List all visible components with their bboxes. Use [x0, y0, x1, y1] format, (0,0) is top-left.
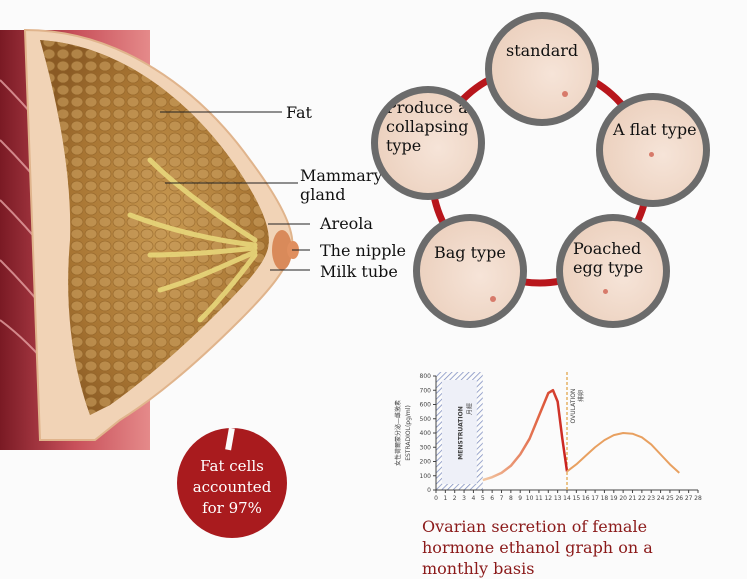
circle-flat-type: A flat type: [596, 93, 710, 207]
nipple-dot: [490, 296, 496, 302]
y-tick-label: 700: [420, 387, 432, 394]
series-1-point: [538, 415, 539, 416]
x-tick-label: 0: [434, 495, 438, 502]
series-line-1: [482, 389, 569, 482]
menstruation-cn-label: 月經: [465, 403, 473, 415]
y-tick-label: 800: [420, 373, 432, 380]
menstruation-label: MENSTRUATION: [457, 406, 464, 459]
y-tick-label: 400: [420, 430, 432, 437]
x-tick-label: 9: [518, 495, 522, 502]
series-2-point: [566, 471, 567, 472]
y-tick-label: 300: [420, 444, 432, 451]
circle-standard-label: standard: [506, 41, 579, 60]
series-line-2: [566, 432, 680, 474]
series-2-point: [679, 472, 680, 473]
y-tick-label: 600: [420, 402, 432, 409]
series-1-point: [510, 465, 511, 466]
label-fat: Fat: [286, 103, 312, 122]
circle-poached-egg-label: Poached egg type: [573, 239, 644, 277]
series-1-point: [529, 438, 530, 439]
x-tick-label: 4: [472, 495, 476, 502]
y-tick-label: 500: [420, 416, 432, 423]
series-1-point: [492, 477, 493, 478]
x-tick-label: 13: [554, 495, 562, 502]
label-mammary-gland: Mammary gland: [300, 166, 383, 204]
label-nipple: The nipple: [320, 241, 407, 260]
series-2-point: [669, 464, 670, 465]
areola: [272, 230, 292, 270]
fat-cells-badge: Fat cells accounted for 97%: [177, 427, 287, 538]
nipple-dot: [603, 289, 608, 294]
x-tick-label: 15: [573, 495, 581, 502]
menstruation-label-bg: [442, 380, 477, 484]
x-tick-label: 19: [610, 495, 618, 502]
x-tick-label: 1: [443, 495, 447, 502]
x-tick-label: 20: [619, 495, 627, 502]
x-tick-label: 23: [647, 495, 655, 502]
y-tick-label: 100: [420, 473, 432, 480]
breast-anatomy-illustration: [0, 28, 310, 450]
x-tick-label: 7: [500, 495, 504, 502]
series-2-point: [604, 440, 605, 441]
series-1-point: [520, 454, 521, 455]
x-tick-label: 26: [675, 495, 683, 502]
series-1-point: [501, 472, 502, 473]
x-tick-label: 11: [535, 495, 543, 502]
circle-standard: standard: [485, 12, 599, 126]
mammary-gland-lobes: [127, 157, 258, 323]
x-tick-label: 25: [666, 495, 674, 502]
x-tick-label: 8: [509, 495, 513, 502]
circle-collapsing-type: Produce a collapsing type: [371, 86, 485, 200]
label-milk-tube: Milk tube: [320, 262, 398, 281]
circle-bag-type: Bag type: [413, 214, 527, 328]
label-areola: Areola: [320, 214, 373, 233]
y-tick-label: 200: [420, 459, 432, 466]
y-axis-label: ESTRADIOL(pg/ml): [405, 405, 412, 461]
series-2-point: [623, 432, 624, 433]
x-tick-label: 27: [685, 495, 693, 502]
circle-collapsing-label: Produce a collapsing type: [386, 98, 469, 155]
nipple-dot: [649, 152, 654, 157]
series-2-point: [651, 444, 652, 445]
x-tick-label: 14: [563, 495, 571, 502]
fat-cells-text: Fat cells accounted for 97%: [192, 457, 272, 517]
circle-flat-type-label: A flat type: [613, 120, 697, 139]
series-2-point: [613, 435, 614, 436]
x-tick-label: 10: [526, 495, 534, 502]
series-1-point: [557, 401, 558, 402]
series-1-point: [562, 438, 563, 439]
series-2-point: [641, 437, 642, 438]
y-tick-label: 0: [427, 487, 431, 494]
y-axis-cn-label: 女性荷爾蒙分泌—雌激素: [394, 400, 402, 466]
x-tick-label: 5: [481, 495, 485, 502]
x-tick-label: 22: [638, 495, 646, 502]
series-1-point: [482, 479, 483, 480]
circle-poached-egg-type: Poached egg type: [556, 214, 670, 328]
nipple-dot: [562, 91, 568, 97]
x-tick-label: 28: [694, 495, 702, 502]
ovulation-cn-label: 排卵: [577, 390, 585, 402]
x-tick-label: 24: [657, 495, 665, 502]
x-tick-label: 6: [490, 495, 494, 502]
x-tick-label: 21: [629, 495, 637, 502]
x-tick-label: 3: [462, 495, 466, 502]
ovulation-label: OVULATION: [570, 389, 577, 424]
series-2-point: [594, 447, 595, 448]
series-2-point: [632, 433, 633, 434]
x-tick-label: 17: [591, 495, 599, 502]
badge-notch: [225, 427, 235, 451]
series-1-point: [548, 393, 549, 394]
x-tick-label: 16: [582, 495, 590, 502]
series-2-point: [660, 454, 661, 455]
chart-caption: Ovarian secretion of female hormone etha…: [422, 517, 653, 578]
series-2-point: [576, 464, 577, 465]
x-tick-label: 2: [453, 495, 457, 502]
x-tick-label: 18: [601, 495, 609, 502]
series-2-point: [585, 455, 586, 456]
series-1-point: [552, 390, 553, 391]
circle-bag-type-label: Bag type: [434, 243, 506, 262]
x-tick-label: 12: [544, 495, 552, 502]
